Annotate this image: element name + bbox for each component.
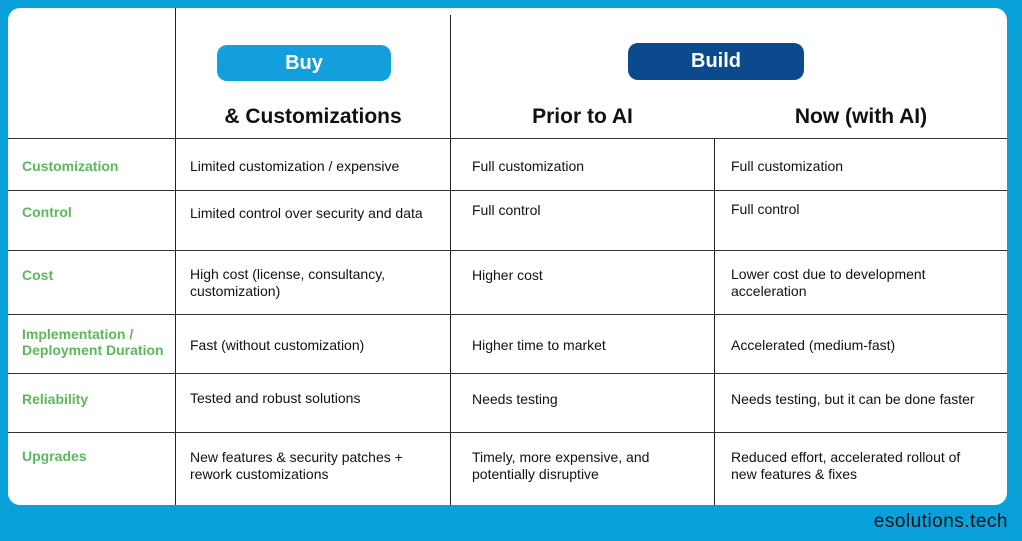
cell-buy: Fast (without customization): [190, 337, 365, 353]
column-header-now: Now (with AI): [794, 105, 928, 128]
brand-footer: esolutions.tech: [873, 511, 1008, 532]
comparison-card: [8, 8, 1007, 505]
cell-buy: New features & security patches + rework…: [190, 449, 403, 482]
cell-now: Reduced effort, accelerated rollout of n…: [731, 449, 961, 482]
cell-buy: Limited customization / expensive: [190, 158, 400, 174]
row-label: Cost: [22, 267, 54, 283]
column-header-prior: Prior to AI: [532, 105, 633, 128]
cell-now: Full customization: [731, 158, 844, 174]
cell-now: Lower cost due to development accelerati…: [731, 266, 926, 299]
cell-now: Needs testing, but it can be done faster: [731, 391, 975, 407]
cell-prior: Full control: [472, 202, 541, 218]
cell-prior: Timely, more expensive, and potentially …: [472, 449, 650, 482]
cell-now: Accelerated (medium-fast): [731, 337, 896, 353]
buy-badge: Buy: [217, 45, 391, 81]
row-label: Control: [22, 204, 72, 220]
cell-prior: Higher cost: [472, 267, 543, 283]
row-divider: [8, 373, 1007, 374]
cell-prior: Higher time to market: [472, 337, 606, 353]
row-divider: [8, 190, 1007, 191]
cell-buy: Tested and robust solutions: [190, 390, 361, 406]
cell-buy: High cost (license, consultancy, customi…: [190, 266, 386, 299]
cell-prior: Needs testing: [472, 391, 558, 407]
row-label: Reliability: [22, 391, 89, 407]
cell-now: Full control: [731, 201, 800, 217]
row-divider: [8, 138, 1007, 139]
row-label: Implementation / Deployment Duration: [22, 326, 164, 358]
cell-buy: Limited control over security and data: [190, 205, 423, 221]
row-divider: [8, 250, 1007, 251]
column-header-buy: & Customizations: [224, 105, 402, 128]
row-label: Customization: [22, 158, 119, 174]
column-divider: [450, 15, 451, 505]
row-divider: [8, 432, 1007, 433]
column-divider: [175, 8, 176, 505]
row-label: Upgrades: [22, 448, 87, 464]
cell-prior: Full customization: [472, 158, 585, 174]
build-badge: Build: [628, 43, 804, 80]
row-divider: [8, 314, 1007, 315]
column-divider: [714, 138, 715, 505]
